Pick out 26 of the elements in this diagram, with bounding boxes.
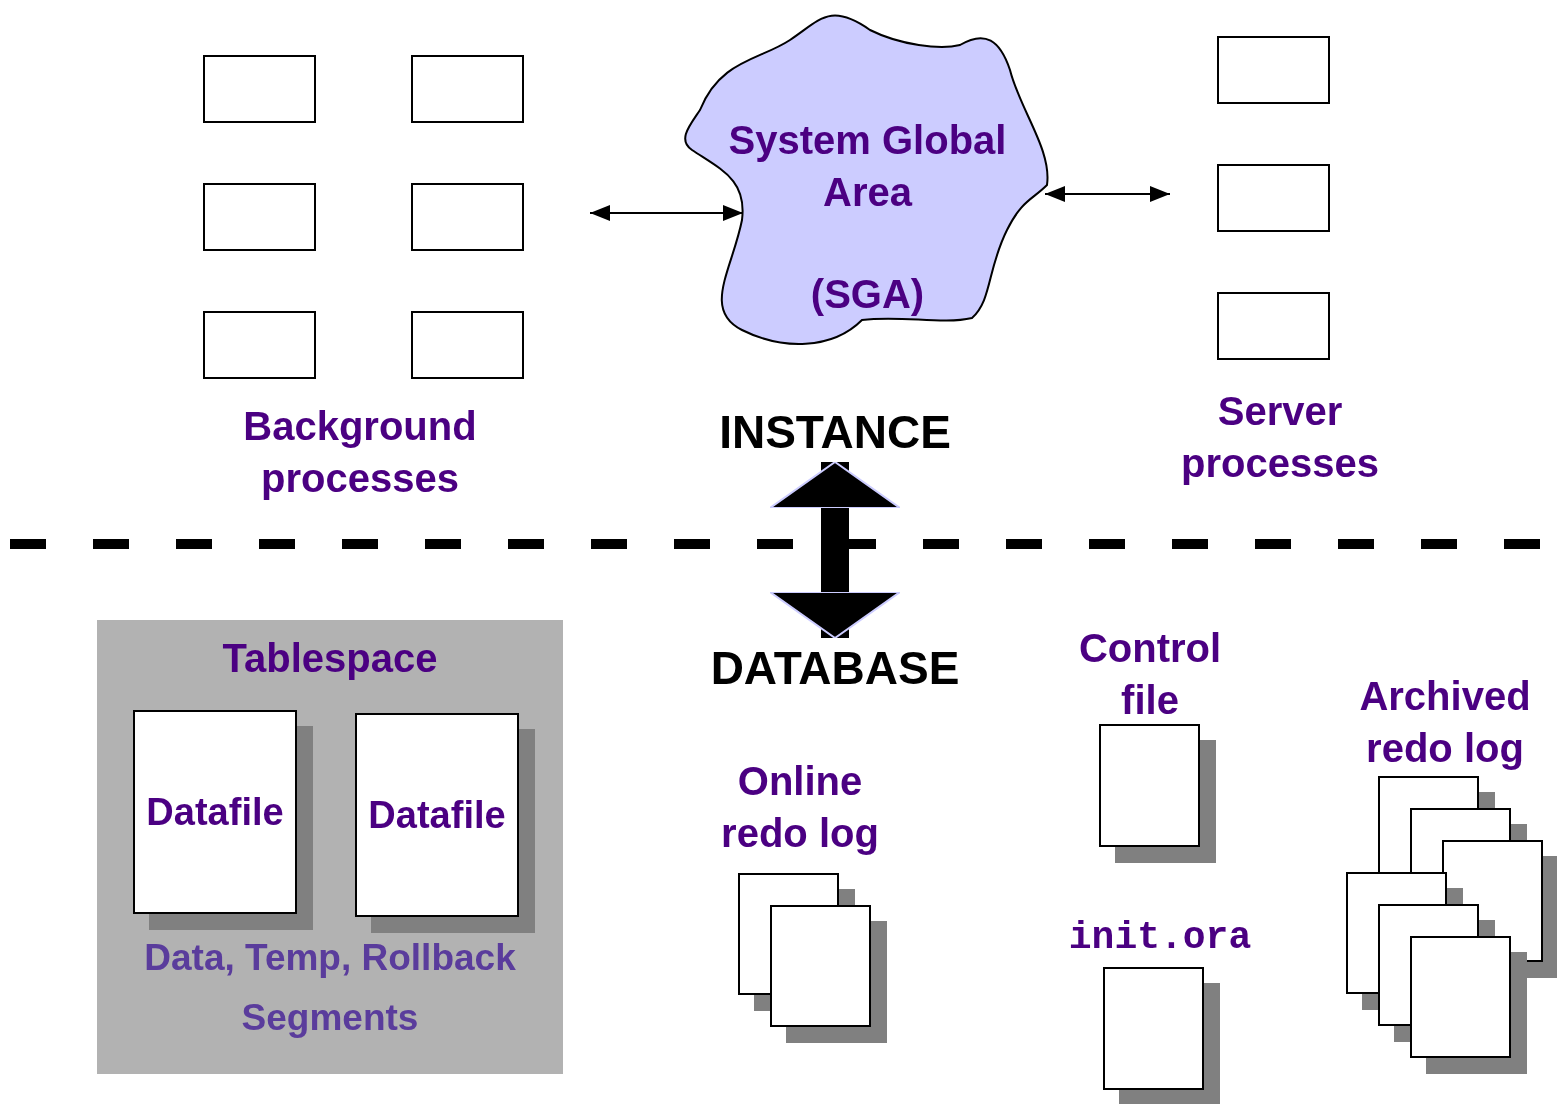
node-label: System Global Area	[727, 117, 1008, 216]
node-label: Datafile	[146, 790, 284, 835]
node-heading: Online redo log	[720, 758, 880, 857]
process-box	[1217, 292, 1330, 360]
panel-caption: Data, Temp, Rollback Segments	[143, 936, 517, 1040]
process-box	[1217, 36, 1330, 104]
node-heading: Control file	[1077, 625, 1223, 724]
double-arrow	[1044, 186, 1171, 202]
node-label: (SGA)	[809, 271, 926, 318]
tablespace-panel	[97, 620, 563, 1074]
group-label: Background processes	[242, 403, 478, 502]
node-heading: Archived redo log	[1358, 673, 1532, 772]
node-label: Datafile	[368, 793, 506, 838]
group-label: Server processes	[1180, 388, 1380, 487]
section-title: INSTANCE	[680, 402, 990, 462]
node-heading: init.ora	[1067, 915, 1253, 961]
process-box	[411, 311, 524, 379]
process-box	[203, 311, 316, 379]
process-box	[1217, 164, 1330, 232]
process-box	[411, 183, 524, 251]
panel-heading: Tablespace	[221, 635, 439, 682]
process-box	[411, 55, 524, 123]
section-title: DATABASE	[680, 638, 990, 698]
process-box	[203, 55, 316, 123]
process-box	[203, 183, 316, 251]
double-block-arrow	[769, 461, 901, 639]
